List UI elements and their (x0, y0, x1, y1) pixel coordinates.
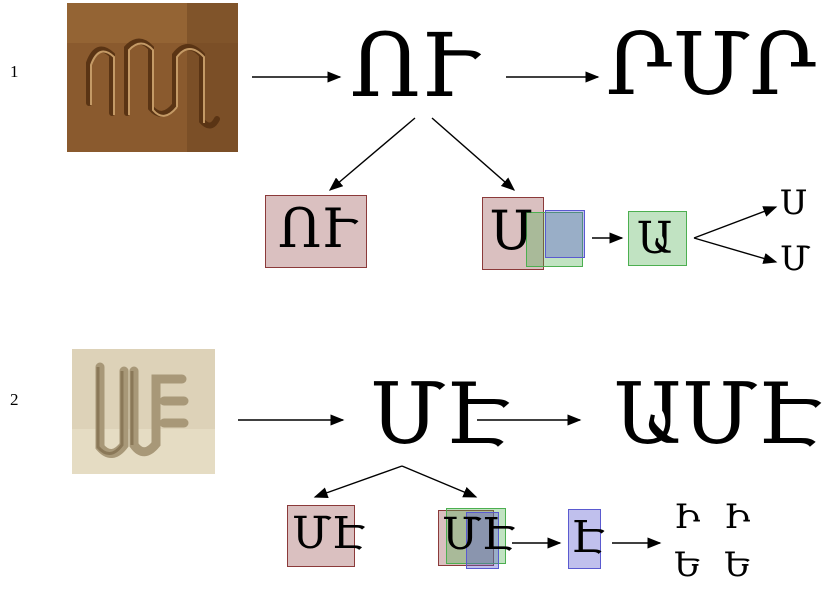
extracted-glyph-2: Է (571, 512, 605, 563)
ligature-glyph-2: ՄԷ (370, 365, 510, 463)
output-glyph-1a: Ս (780, 183, 808, 223)
inscription-photo-1 (67, 3, 238, 152)
ligature-glyph-1: ՈՒ (350, 14, 477, 117)
row-number-1: 1 (10, 62, 19, 81)
arrow-split-right-2 (401, 465, 478, 498)
arrow-extract-to-out-a-1 (693, 206, 778, 239)
ligature-box-1: ՈՒ (265, 195, 367, 268)
component-box-blue-1 (545, 210, 585, 258)
output-glyph-2b: Ի (724, 497, 751, 537)
component-box-blue-2 (466, 512, 499, 569)
output-glyph-2a: Ի (674, 497, 701, 537)
component-box-red-1 (482, 197, 544, 270)
arrow-split-left-1 (328, 117, 416, 191)
extracted-glyph-1: Ա (637, 213, 673, 264)
extracted-box-1: Ա (628, 211, 687, 266)
boxed-ligature-glyph-1: ՈՒ (278, 197, 356, 260)
extracted-box-2: Է (568, 509, 605, 569)
overlap-glyph-1: Ս (490, 199, 534, 262)
inscription-photo-2 (72, 349, 215, 474)
output-glyph-2c: Ե (674, 545, 702, 585)
overlap-glyph-2: ՄԷ (442, 509, 515, 560)
output-glyph-2d: Ե (724, 545, 752, 585)
output-glyph-1b: Մ (780, 239, 811, 279)
ligature-box-2: ՄԷ (287, 505, 365, 567)
expanded-glyphs-2: ԱՄԷ (614, 365, 822, 463)
arrow-split-left-2 (313, 465, 403, 499)
expanded-glyphs-1: ՐՄՐ (606, 15, 817, 115)
boxed-ligature-glyph-2: ՄԷ (292, 508, 365, 559)
arrow-split-right-1 (431, 117, 516, 191)
arrow-extract-to-out-b-1 (693, 237, 778, 264)
component-box-green-2 (446, 508, 506, 564)
row-number-2: 2 (10, 390, 19, 409)
